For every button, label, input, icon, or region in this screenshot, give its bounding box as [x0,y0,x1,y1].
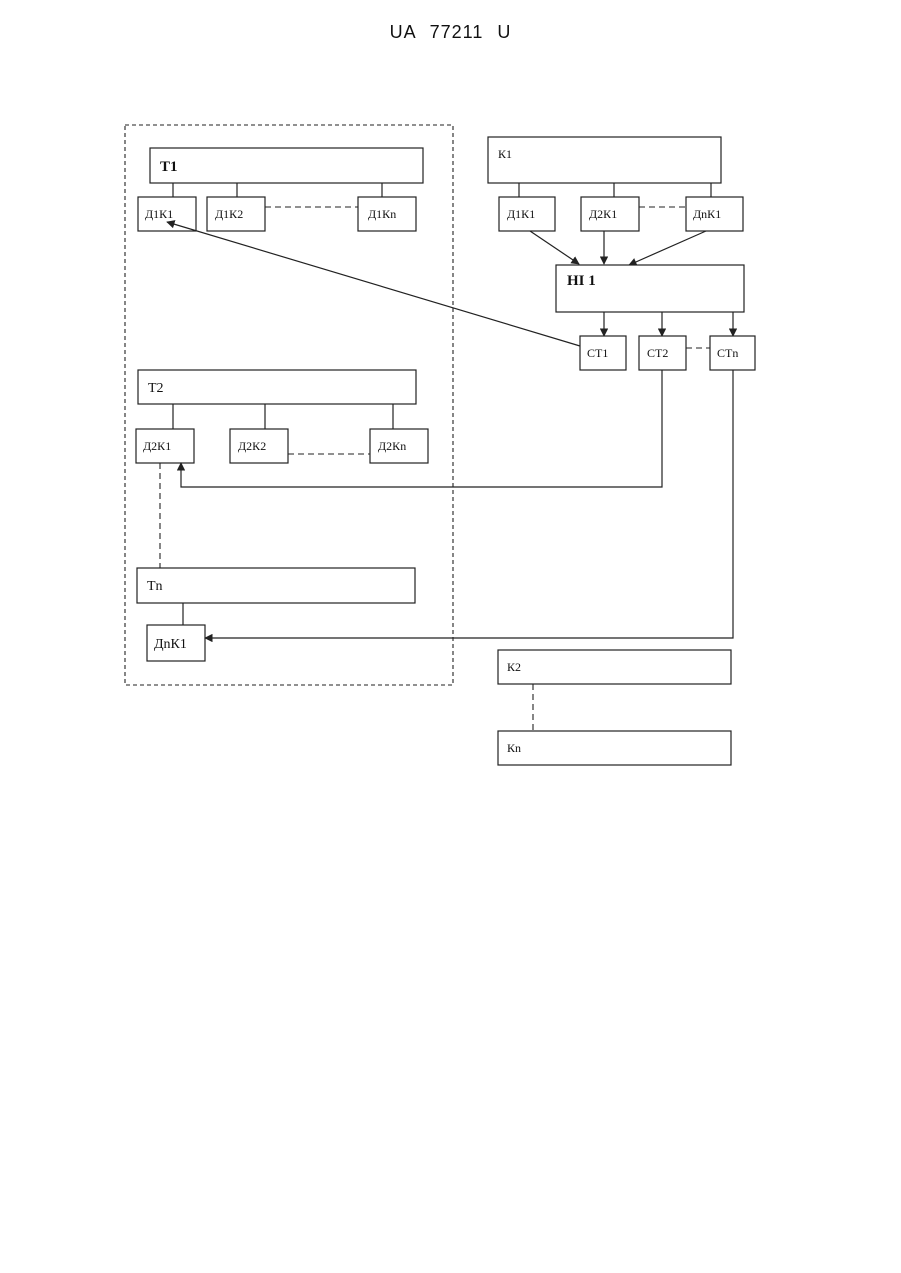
k1-child-n-label: ДnК1 [693,207,721,221]
t2-block: T2 Д2К1 Д2К2 Д2Кn [136,370,428,463]
hub-block: НІ 1 [556,265,744,312]
k1-label: К1 [498,147,512,161]
k1-box [488,137,721,183]
kn-box [498,731,731,765]
outputs-row: СТ1 СТ2 СТn [580,336,755,370]
t1-block: T1 Д1К1 Д1К2 Д1Кn [138,148,423,231]
t2-child-n-label: Д2Кn [378,439,406,453]
t1-child-1-label: Д1К1 [145,207,173,221]
t2-label: T2 [148,381,164,396]
tn-block: Tn ДnК1 [137,568,415,661]
tn-label: Tn [147,579,163,594]
tn-box [137,568,415,603]
k2-box [498,650,731,684]
t1-child-2-label: Д1К2 [215,207,243,221]
t1-box [150,148,423,183]
output-n-label: СТn [717,346,738,360]
arrow-k1cn-to-hub [629,231,706,265]
arrow-k1c1-to-hub [530,231,579,264]
feedback-st1-to-t1 [167,222,580,346]
t2-child-1-label: Д2К1 [143,439,171,453]
k1-child-2-label: Д2К1 [589,207,617,221]
output-1-label: СТ1 [587,346,608,360]
k2-label: К2 [507,660,521,674]
output-2-label: СТ2 [647,346,668,360]
t2-box [138,370,416,404]
k2-block: К2 [498,650,731,684]
k1-block: К1 Д1К1 Д2К1 ДnК1 [488,137,743,231]
hub-label: НІ 1 [567,273,596,289]
tn-child-1-label: ДnК1 [154,637,187,652]
kn-block: Кn [498,731,731,765]
t2-child-2-label: Д2К2 [238,439,266,453]
t1-label: T1 [160,159,178,175]
t1-child-n-label: Д1Кn [368,207,396,221]
k1-child-1-label: Д1К1 [507,207,535,221]
kn-label: Кn [507,741,521,755]
